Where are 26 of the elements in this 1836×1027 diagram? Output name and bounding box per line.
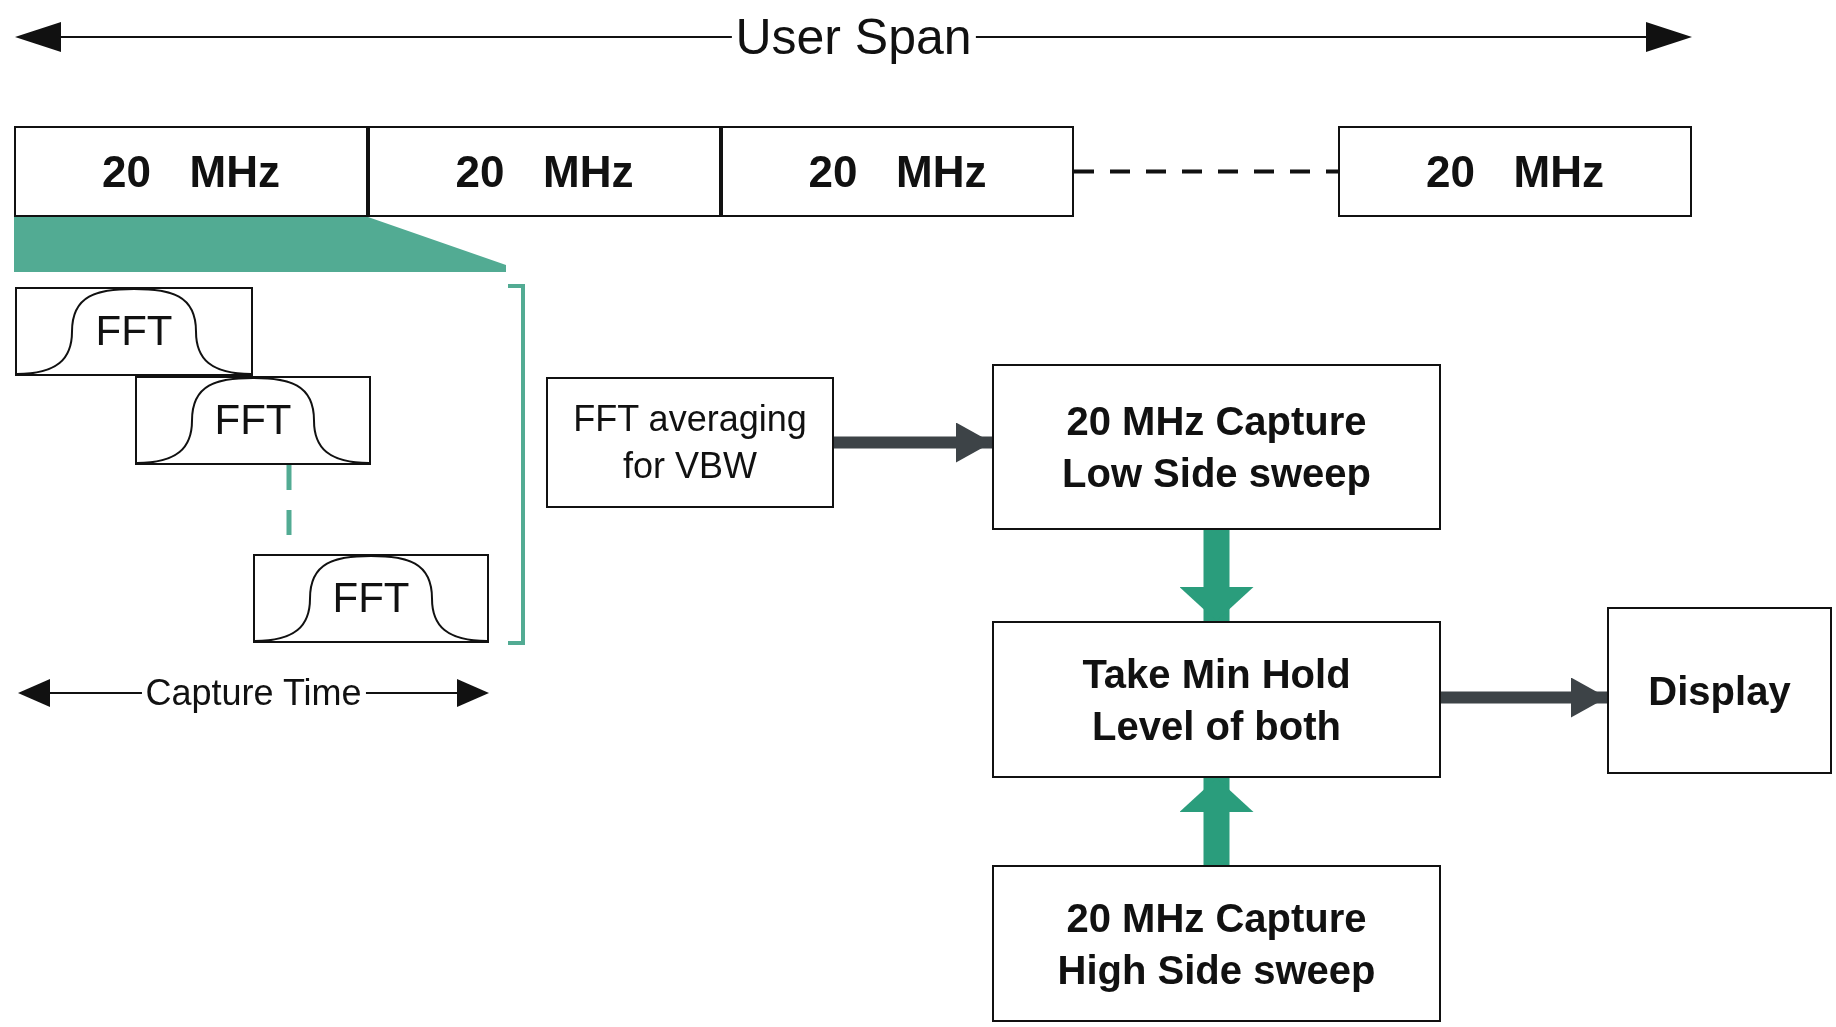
node-label: 20 MHz bbox=[455, 145, 634, 198]
frequency-segment-box bbox=[14, 126, 368, 217]
process-box bbox=[992, 865, 1441, 1022]
frequency-segment-box bbox=[1338, 126, 1692, 217]
node-label: FFT bbox=[95, 306, 173, 357]
node-label: FFT averaging for VBW bbox=[572, 396, 808, 488]
arrow bbox=[1179, 530, 1254, 621]
process-box bbox=[992, 621, 1441, 778]
frequency-segment-box bbox=[368, 126, 721, 217]
node-label: 20 MHz bbox=[1426, 145, 1604, 198]
node-label: 20 MHz bbox=[102, 145, 280, 198]
arrow bbox=[1179, 778, 1254, 865]
frequency-segment-box bbox=[721, 126, 1074, 217]
process-box bbox=[1607, 607, 1832, 774]
node-label: Take Min Hold Level of both bbox=[1081, 650, 1352, 750]
arrow bbox=[1441, 677, 1607, 718]
node-label: 20 MHz Capture Low Side sweep bbox=[1061, 398, 1372, 497]
node-label: FFT bbox=[332, 573, 410, 624]
arrow bbox=[834, 422, 992, 463]
dashed-connector bbox=[1074, 169, 1338, 174]
node-label: FFT bbox=[214, 395, 292, 446]
process-box bbox=[992, 364, 1441, 530]
process-box bbox=[546, 377, 834, 508]
node-label: Display bbox=[1648, 667, 1791, 715]
node-label: 20 MHz bbox=[808, 145, 987, 198]
node-label: 20 MHz Capture High Side sweep bbox=[1056, 894, 1377, 994]
